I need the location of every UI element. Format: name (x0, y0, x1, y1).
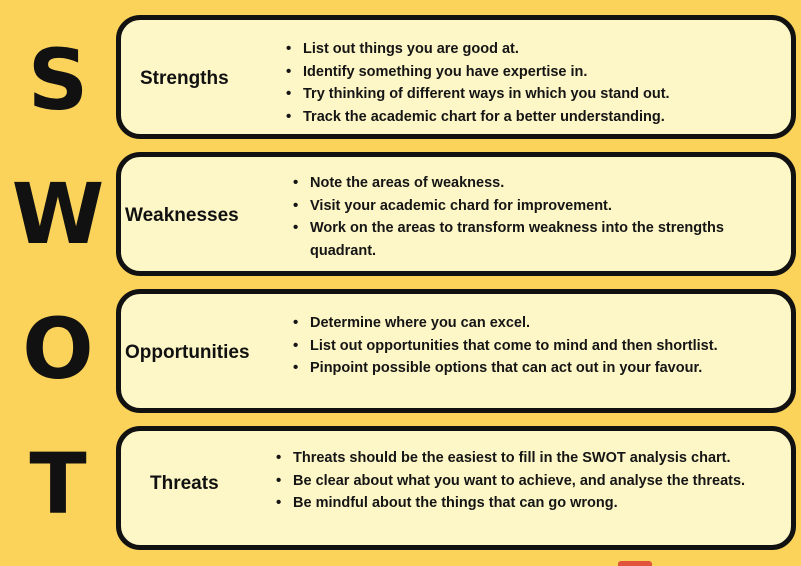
threats-card: Threats Threats should be the easiest to… (116, 426, 796, 550)
list-item: Try thinking of different ways in which … (286, 83, 786, 106)
letter-t: T (29, 435, 87, 533)
list-item: Work on the areas to transform weakness … (293, 217, 789, 262)
strengths-title: Strengths (140, 68, 229, 89)
opportunities-card: Opportunities Determine where you can ex… (116, 289, 796, 413)
threats-title: Threats (150, 473, 219, 494)
list-item: Visit your academic chard for improvemen… (293, 195, 789, 218)
list-item: List out opportunities that come to mind… (293, 335, 793, 358)
list-item: Note the areas of weakness. (293, 172, 789, 195)
letter-o: O (22, 300, 94, 398)
strengths-card: Strengths List out things you are good a… (116, 15, 796, 139)
list-item: Pinpoint possible options that can act o… (293, 357, 793, 380)
list-item: List out things you are good at. (286, 38, 786, 61)
list-item: Be mindful about the things that can go … (276, 492, 791, 515)
list-item: Be clear about what you want to achieve,… (276, 470, 791, 493)
threats-list: Threats should be the easiest to fill in… (276, 447, 791, 515)
opportunities-list: Determine where you can excel. List out … (293, 312, 793, 380)
strengths-list: List out things you are good at. Identif… (286, 38, 786, 128)
bottom-decoration (618, 561, 652, 566)
weaknesses-card: Weaknesses Note the areas of weakness. V… (116, 152, 796, 276)
weaknesses-list: Note the areas of weakness. Visit your a… (293, 172, 789, 262)
list-item: Determine where you can excel. (293, 312, 793, 335)
list-item: Identify something you have expertise in… (286, 61, 786, 84)
letter-w: W (11, 165, 105, 263)
list-item: Threats should be the easiest to fill in… (276, 447, 791, 470)
opportunities-title: Opportunities (125, 342, 250, 363)
letter-s: S (27, 31, 89, 129)
list-item: Track the academic chart for a better un… (286, 106, 786, 129)
weaknesses-title: Weaknesses (125, 205, 239, 226)
